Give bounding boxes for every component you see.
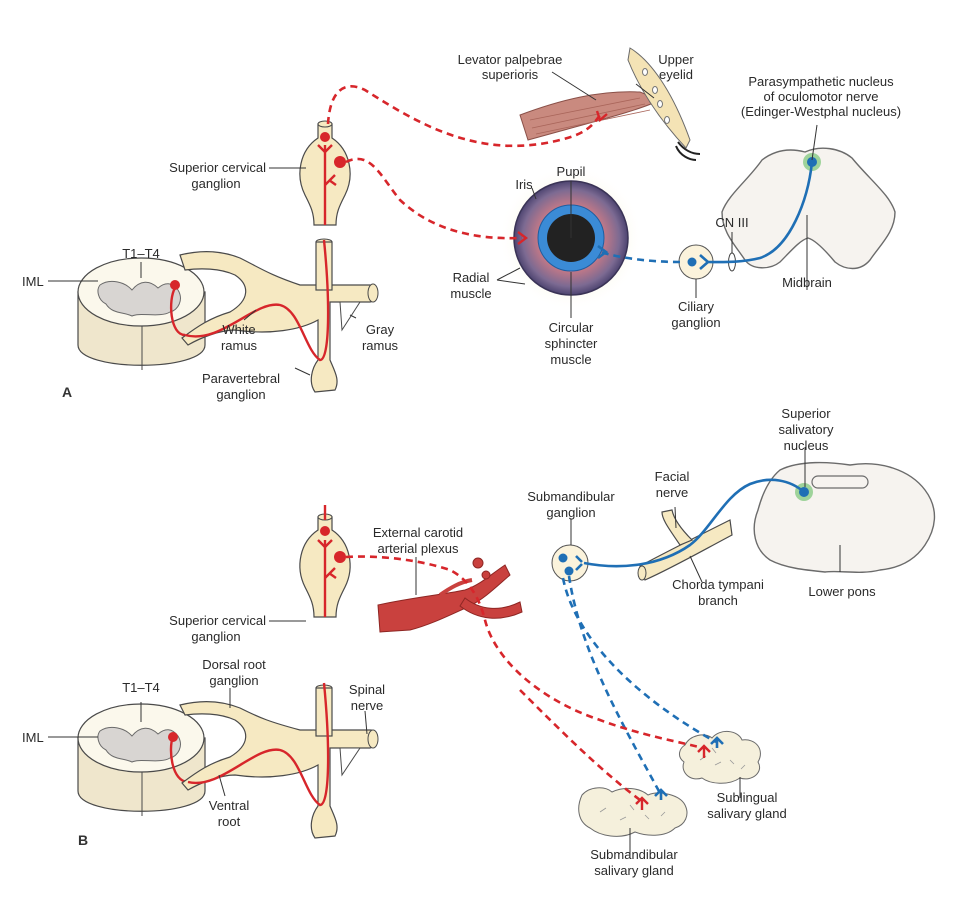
label-radial-line1: Radial — [453, 270, 490, 285]
superior-cervical-ganglion-a — [299, 120, 351, 226]
levator-synapse-icon — [595, 110, 608, 123]
label-gray-ramus-line1: Gray — [366, 322, 395, 337]
label-drg-line2: ganglion — [209, 673, 258, 688]
label-ssn-line3: nucleus — [784, 438, 829, 453]
lower-pons — [753, 461, 936, 574]
label-pupil: Pupil — [557, 164, 586, 179]
label-drg-line1: Dorsal root — [202, 657, 266, 672]
label-ew-line2: of oculomotor nerve — [764, 89, 879, 104]
submandibular-ganglion — [551, 544, 589, 582]
label-upper-eyelid-line1: Upper — [658, 52, 694, 67]
postganglionic-sympathetic-carotid — [345, 555, 704, 750]
postganglionic-sympathetic-to-levator — [326, 85, 602, 148]
sympathetic-trunk-a — [179, 238, 379, 393]
label-sm-ganglion-line1: Submandibular — [527, 489, 615, 504]
submandibular-salivary-gland — [578, 787, 688, 837]
label-scg-a-line2: ganglion — [191, 176, 240, 191]
label-facial-line2: nerve — [656, 485, 689, 500]
label-sm-gland-line1: Submandibular — [590, 847, 678, 862]
label-paravertebral-line1: Paravertebral — [202, 371, 280, 386]
panel-label-a: A — [62, 384, 72, 400]
label-t1t4-b: T1–T4 — [122, 680, 160, 695]
panel-label-b: B — [78, 832, 88, 848]
label-scg-b-line1: Superior cervical — [169, 613, 266, 628]
label-white-ramus-line1: White — [222, 322, 255, 337]
levator-palpebrae-muscle — [519, 91, 662, 141]
label-ew-line1: Parasympathetic nucleus — [748, 74, 894, 89]
postganglionic-parasympathetic-to-sphincter — [599, 250, 681, 264]
preganglionic-parasympathetic-chorda-tympani — [583, 478, 805, 568]
facial-nerve — [637, 509, 733, 581]
panel-a: Levator palpebrae superioris Upper eyeli… — [22, 47, 901, 402]
label-sublingual-line1: Sublingual — [717, 790, 778, 805]
label-upper-eyelid-line2: eyelid — [659, 67, 693, 82]
upper-eyelid — [627, 47, 701, 161]
dilator-synapse-icon — [517, 231, 528, 245]
label-facial-line1: Facial — [655, 469, 690, 484]
label-ciliary-line2: ganglion — [671, 315, 720, 330]
label-circular-line2: sphincter — [545, 336, 598, 351]
external-carotid-artery — [377, 557, 523, 633]
label-chorda-line2: branch — [698, 593, 738, 608]
label-ext-carotid-line2: arterial plexus — [378, 541, 459, 556]
label-scg-b-line2: ganglion — [191, 629, 240, 644]
sublingual-symp-synapse-icon — [697, 744, 711, 758]
label-chorda-line1: Chorda tympani — [672, 577, 764, 592]
submandibular-para-synapse-icon — [654, 788, 668, 800]
label-spinal-nerve-line2: nerve — [351, 698, 384, 713]
label-circular-line3: muscle — [550, 352, 591, 367]
submandibular-symp-synapse-icon — [635, 796, 649, 810]
label-ciliary-line1: Ciliary — [678, 299, 715, 314]
label-midbrain: Midbrain — [782, 275, 832, 290]
label-spinal-nerve-line1: Spinal — [349, 682, 385, 697]
label-ew-line3: (Edinger-Westphal nucleus) — [741, 104, 901, 119]
label-sm-ganglion-line2: ganglion — [546, 505, 595, 520]
label-paravertebral-line2: ganglion — [216, 387, 265, 402]
label-iml-a: IML — [22, 274, 44, 289]
midbrain — [721, 147, 896, 270]
label-circular-line1: Circular — [549, 320, 594, 335]
label-sublingual-line2: salivary gland — [707, 806, 787, 821]
label-gray-ramus-line2: ramus — [362, 338, 399, 353]
label-iml-b: IML — [22, 730, 44, 745]
spinal-cord-segment-a — [77, 257, 206, 370]
label-levator-line1: Levator palpebrae — [458, 52, 563, 67]
label-iris: Iris — [515, 177, 533, 192]
label-lower-pons: Lower pons — [808, 584, 876, 599]
panel-b: Superior salivatory nucleus Facial nerve… — [22, 406, 936, 878]
label-sm-gland-line2: salivary gland — [594, 863, 674, 878]
label-ventral-root-line2: root — [218, 814, 241, 829]
label-ssn-line2: salivatory — [779, 422, 834, 437]
spinal-cord-segment-b — [77, 703, 206, 816]
sympathetic-trunk-b — [179, 682, 379, 839]
leader-lines-a — [48, 71, 818, 376]
label-cn3: CN III — [715, 215, 748, 230]
superior-cervical-ganglion-b — [299, 505, 351, 618]
postganglionic-parasympathetic-to-sublingual — [561, 577, 717, 744]
postganglionic-sympathetic-to-dilator — [345, 157, 523, 240]
leader-lines-b — [48, 447, 841, 855]
postganglionic-parasympathetic-to-submandibular — [567, 575, 662, 794]
preganglionic-parasympathetic-cn3 — [707, 161, 814, 264]
label-ssn-line1: Superior — [781, 406, 831, 421]
label-levator-line2: superioris — [482, 67, 539, 82]
label-t1t4-a: T1–T4 — [122, 246, 160, 261]
label-radial-line2: muscle — [450, 286, 491, 301]
label-ventral-root-line1: Ventral — [209, 798, 250, 813]
label-ext-carotid-line1: External carotid — [373, 525, 463, 540]
label-scg-a-line1: Superior cervical — [169, 160, 266, 175]
labels-b: Superior salivatory nucleus Facial nerve… — [22, 406, 876, 878]
postganglionic-sympathetic-to-submandibular — [519, 689, 641, 802]
sphincter-synapse-icon — [597, 244, 609, 260]
sublingual-para-synapse-icon — [710, 736, 724, 748]
labels-a: Levator palpebrae superioris Upper eyeli… — [22, 52, 901, 402]
label-white-ramus-line2: ramus — [221, 338, 258, 353]
